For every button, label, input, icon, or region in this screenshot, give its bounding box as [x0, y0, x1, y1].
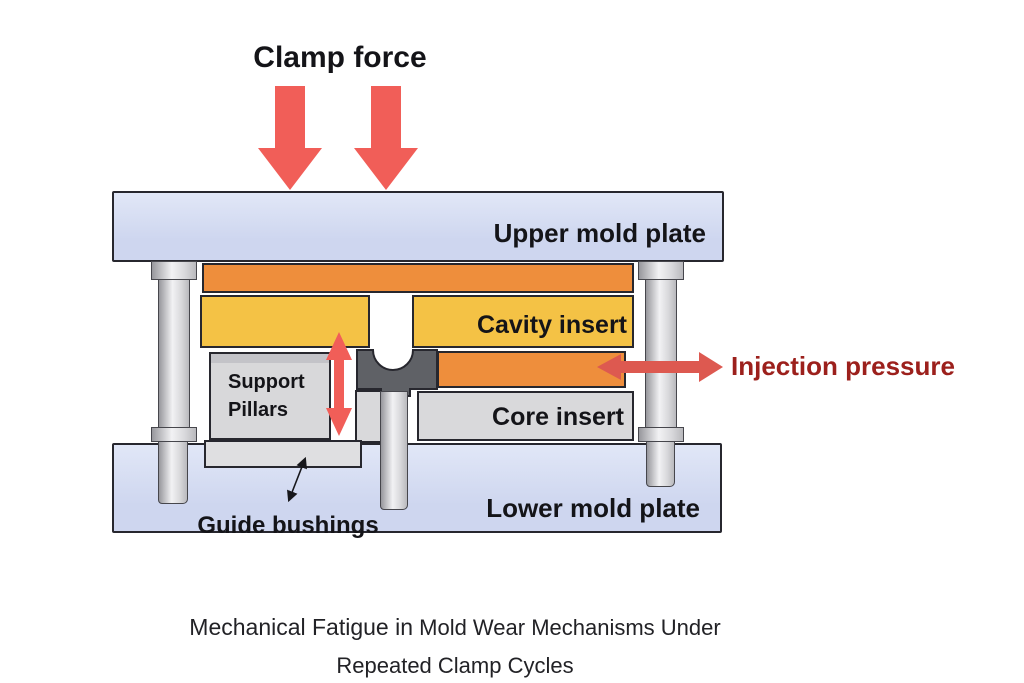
- caption-line1: Mechanical Fatigue in Mold Wear Mechanis…: [110, 608, 800, 647]
- core-insert-label: Core insert: [492, 403, 624, 431]
- core-insert: [417, 391, 634, 441]
- left-guide-pin-tip: [158, 441, 188, 504]
- clamp-force-label: Clamp force: [253, 41, 427, 74]
- support-pillars-block: [209, 352, 331, 440]
- caption-line2: Repeated Clamp Cycles: [336, 653, 574, 679]
- injection-pressure-label: Injection pressure: [731, 351, 955, 381]
- caption-line1-part1: Mechanical Fatigue in: [189, 614, 414, 640]
- upper-backing-plate: [202, 263, 634, 293]
- lower-mold-plate-label: Lower mold plate: [486, 493, 700, 523]
- support-pillars-label: Support Pillars: [228, 368, 305, 425]
- support-pillars-top-edge: [211, 354, 329, 363]
- support-pillars-label-line1: Support: [228, 371, 305, 393]
- guide-bushing-block: [204, 440, 362, 468]
- right-guide-pin-top-collar: [638, 261, 684, 280]
- right-guide-pin-bottom-collar: [638, 427, 684, 442]
- guide-bushings-label: Guide bushings: [197, 512, 379, 539]
- cavity-back-plate: [437, 351, 626, 388]
- sprue-bushing: [356, 349, 438, 397]
- support-pillars-label-line2: Pillars: [228, 399, 289, 422]
- cavity-insert-right: [412, 295, 634, 348]
- center-ejector-pin: [380, 391, 408, 510]
- upper-mold-plate: [112, 191, 724, 262]
- figure-caption: Mechanical Fatigue in Mold Wear Mechanis…: [110, 608, 800, 683]
- cavity-insert-label: Cavity insert: [476, 311, 627, 339]
- upper-mold-plate-label: Upper mold plate: [493, 218, 706, 248]
- left-guide-pin-top-collar: [151, 261, 197, 280]
- right-guide-pin-tip: [646, 441, 675, 487]
- caption-line1-part2: Mold Wear Mechanisms Under: [413, 615, 721, 640]
- left-guide-pin-bottom-collar: [151, 427, 197, 442]
